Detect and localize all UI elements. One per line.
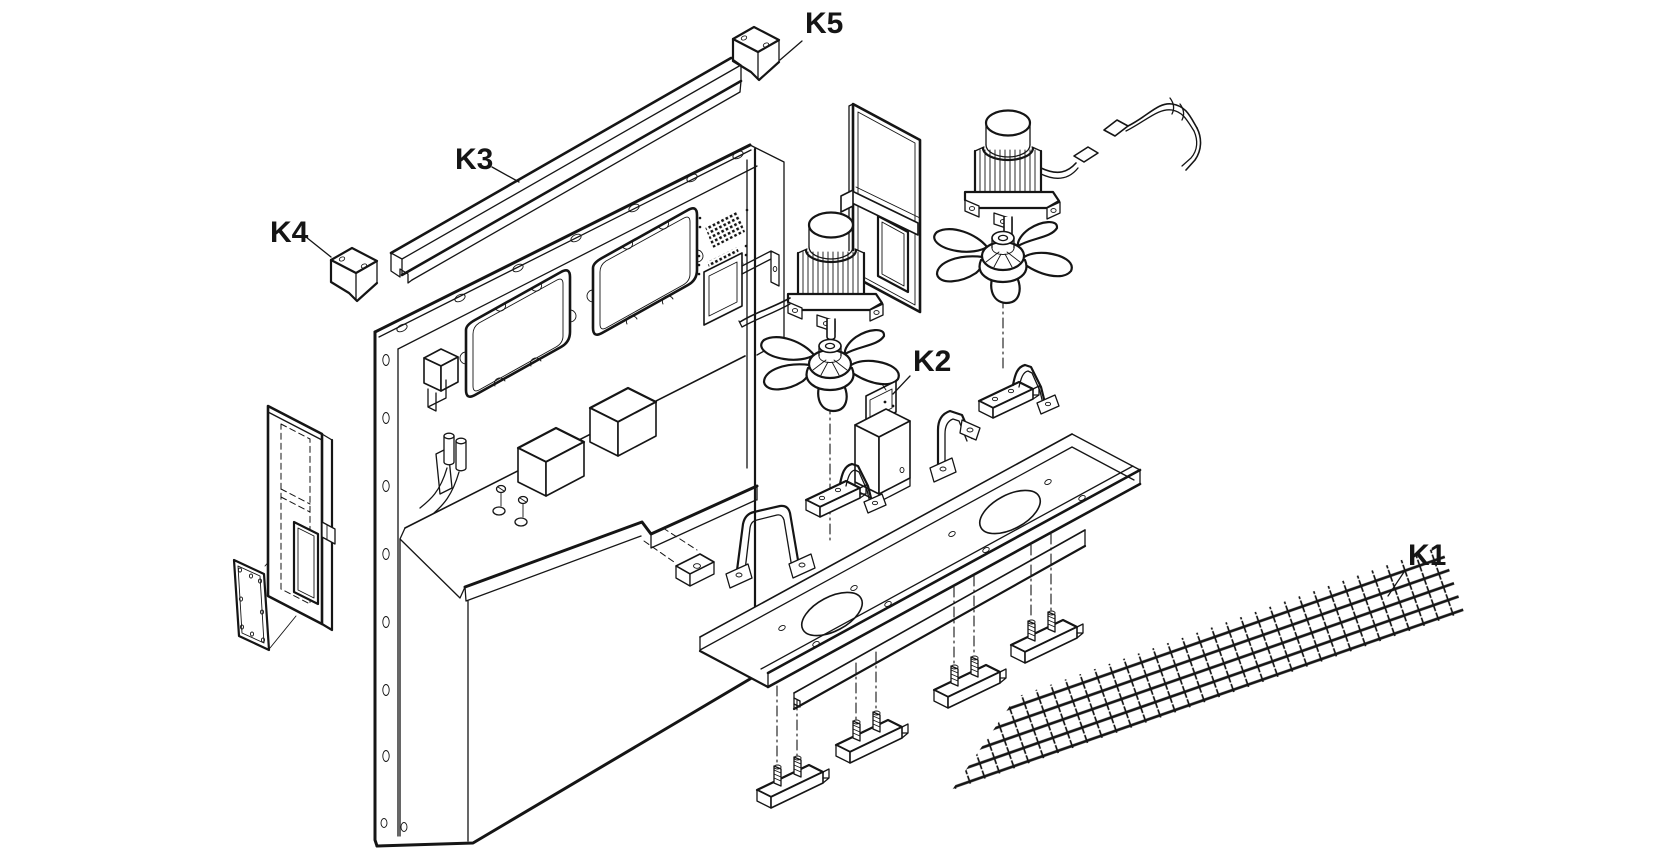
mounting-foot-1 [755,754,831,810]
panel-opening-right [586,207,704,336]
motor-cable-left [738,297,791,328]
label-k3-text: K3 [455,143,493,176]
fan-motor-right [963,109,1062,239]
cable-harness [1103,97,1202,171]
flange-holes [380,150,744,832]
screw-pair [492,484,529,527]
support-tray [698,433,1142,689]
label-k4-text: K4 [270,216,309,249]
motor-cable-right [1040,146,1099,179]
electrical-box [854,408,911,503]
junction-box-2 [588,386,658,457]
bracket-k4 [329,246,379,303]
clamp-assembly-2 [977,363,1061,420]
mounting-rail-k3 [389,56,743,284]
side-access-panel [266,404,336,632]
capacitor-pair [419,432,467,514]
wire-grille-k1 [952,546,1464,790]
label-k3: K3 [455,143,520,183]
label-k5: K5 [779,7,843,61]
label-k4: K4 [270,216,332,258]
mounting-foot-2 [834,709,910,765]
door-panel [840,102,922,314]
label-k2-text: K2 [913,345,951,378]
bracket-k5 [731,25,781,82]
tray-holes [778,479,1086,647]
junction-box-1 [516,426,586,497]
label-k5-text: K5 [805,7,843,40]
fan-right [933,220,1073,305]
strap-bracket-right [929,409,981,483]
rear-panel-assembly [373,143,785,848]
label-k2: K2 [892,345,951,395]
terminal-plate [703,250,780,326]
label-k1: K1 [1387,539,1446,597]
foot-alignment-lines [776,533,1052,765]
door-ledge [840,186,921,236]
side-cover-plate [232,533,297,652]
relay-box [423,348,459,412]
label-k1-text: K1 [1408,539,1446,572]
clip-bracket [675,553,715,587]
panel-opening-left [459,269,577,398]
bottom-rail [792,529,1087,711]
mounting-foot-4 [1009,609,1085,665]
alignment-axes [643,297,1004,563]
strap-bracket-left [725,504,816,589]
mounting-foot-3 [932,654,1008,710]
